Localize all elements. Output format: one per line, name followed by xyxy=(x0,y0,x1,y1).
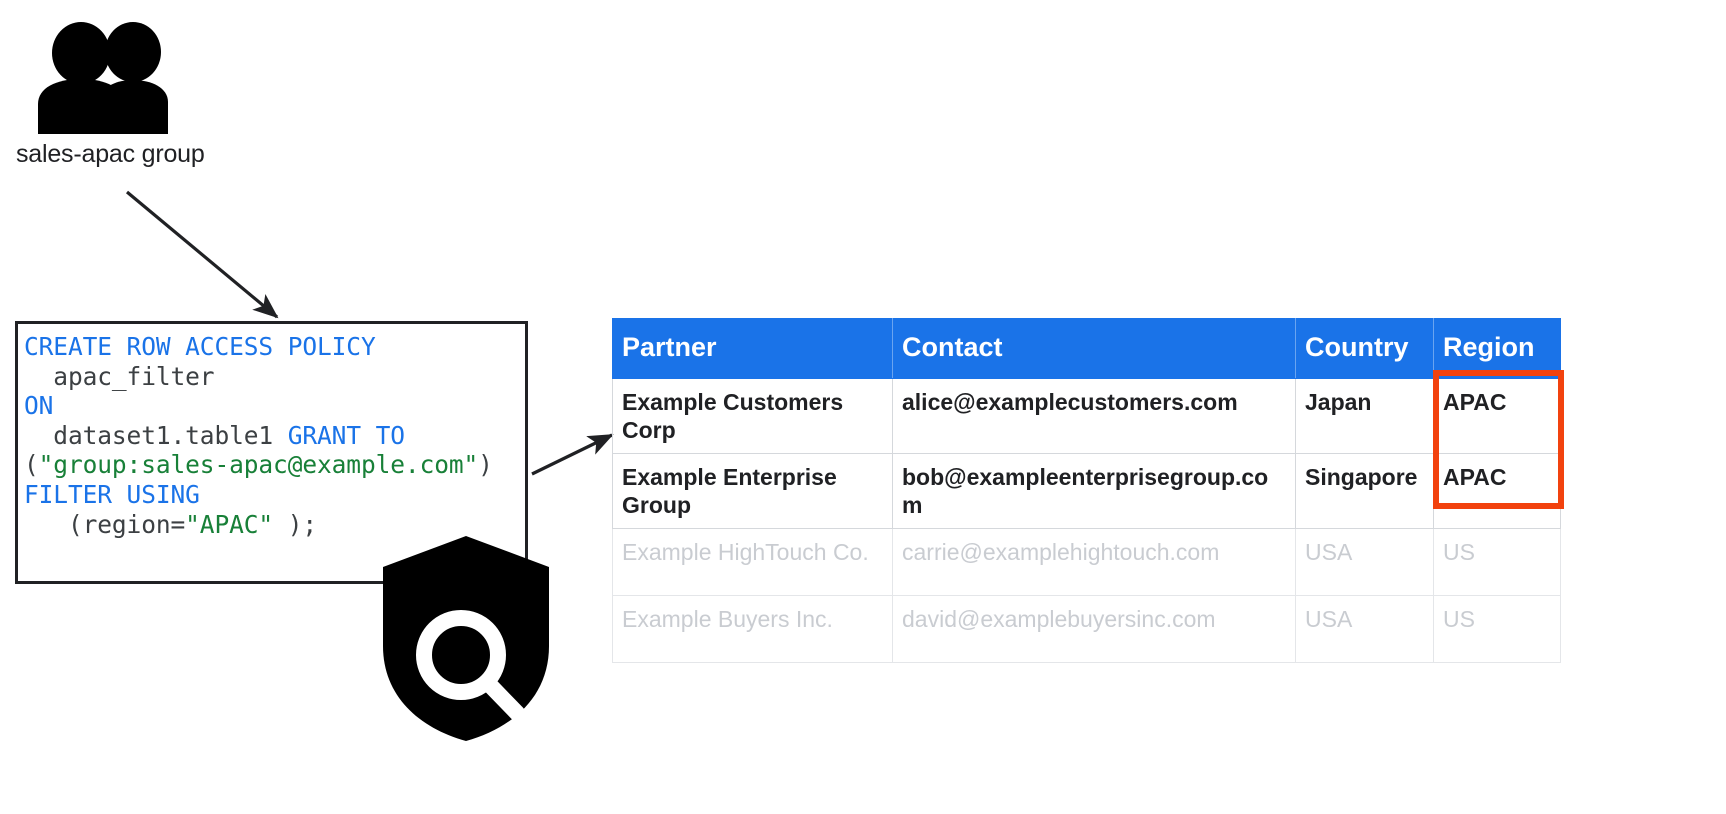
cell-region: US xyxy=(1433,595,1561,664)
cell-contact: bob@exampleenterprisegroup.com xyxy=(892,453,1296,530)
code-token: apac_filter xyxy=(24,361,215,391)
cell-region: APAC xyxy=(1433,377,1561,455)
cell-country: Singapore xyxy=(1295,453,1434,530)
cell-region: APAC xyxy=(1433,453,1561,530)
code-token: ); xyxy=(273,509,318,539)
column-header-partner[interactable]: Partner xyxy=(612,318,893,379)
code-token: dataset1.table1 xyxy=(24,420,288,450)
code-token: GRANT TO xyxy=(287,420,405,450)
cell-partner: Example Customers Corp xyxy=(612,377,893,455)
column-header-region[interactable]: Region xyxy=(1433,318,1561,379)
policy-code-block: CREATE ROW ACCESS POLICY apac_filter ON … xyxy=(15,321,528,584)
code-token: ) xyxy=(478,450,493,480)
column-header-contact[interactable]: Contact xyxy=(892,318,1296,379)
code-token: "APAC" xyxy=(185,509,274,539)
table-header-row: Partner Contact Country Region xyxy=(612,318,1561,379)
cell-contact: david@examplebuyersinc.com xyxy=(892,595,1296,664)
column-header-country[interactable]: Country xyxy=(1295,318,1434,379)
shield-search-icon xyxy=(383,536,549,741)
people-group-icon xyxy=(16,22,191,137)
cell-partner: Example Enterprise Group xyxy=(612,453,893,530)
code-token: "group:sales-apac@example.com" xyxy=(38,450,479,480)
cell-partner: Example Buyers Inc. xyxy=(612,595,893,664)
arrow-group-to-policy xyxy=(125,190,279,319)
cell-country: USA xyxy=(1295,595,1434,664)
code-token: (region= xyxy=(24,509,186,539)
table-row[interactable]: Example HighTouch Co.carrie@examplehight… xyxy=(612,528,1561,597)
cell-partner: Example HighTouch Co. xyxy=(612,528,893,597)
cell-region: US xyxy=(1433,528,1561,597)
code-token: ON xyxy=(24,391,54,421)
group-label: sales-apac group xyxy=(16,140,205,168)
code-token: ( xyxy=(24,450,39,480)
cell-contact: alice@examplecustomers.com xyxy=(892,377,1296,455)
table-row[interactable]: Example Buyers Inc.david@examplebuyersin… xyxy=(612,595,1561,664)
policy-code-text: CREATE ROW ACCESS POLICY apac_filter ON … xyxy=(24,332,493,539)
arrow-policy-to-table xyxy=(531,433,614,476)
code-token: FILTER USING xyxy=(24,479,200,509)
cell-country: USA xyxy=(1295,528,1434,597)
cell-contact: carrie@examplehightouch.com xyxy=(892,528,1296,597)
partners-table: Partner Contact Country Region Example C… xyxy=(612,318,1561,664)
code-token: CREATE ROW ACCESS POLICY xyxy=(24,332,376,361)
cell-country: Japan xyxy=(1295,377,1434,455)
